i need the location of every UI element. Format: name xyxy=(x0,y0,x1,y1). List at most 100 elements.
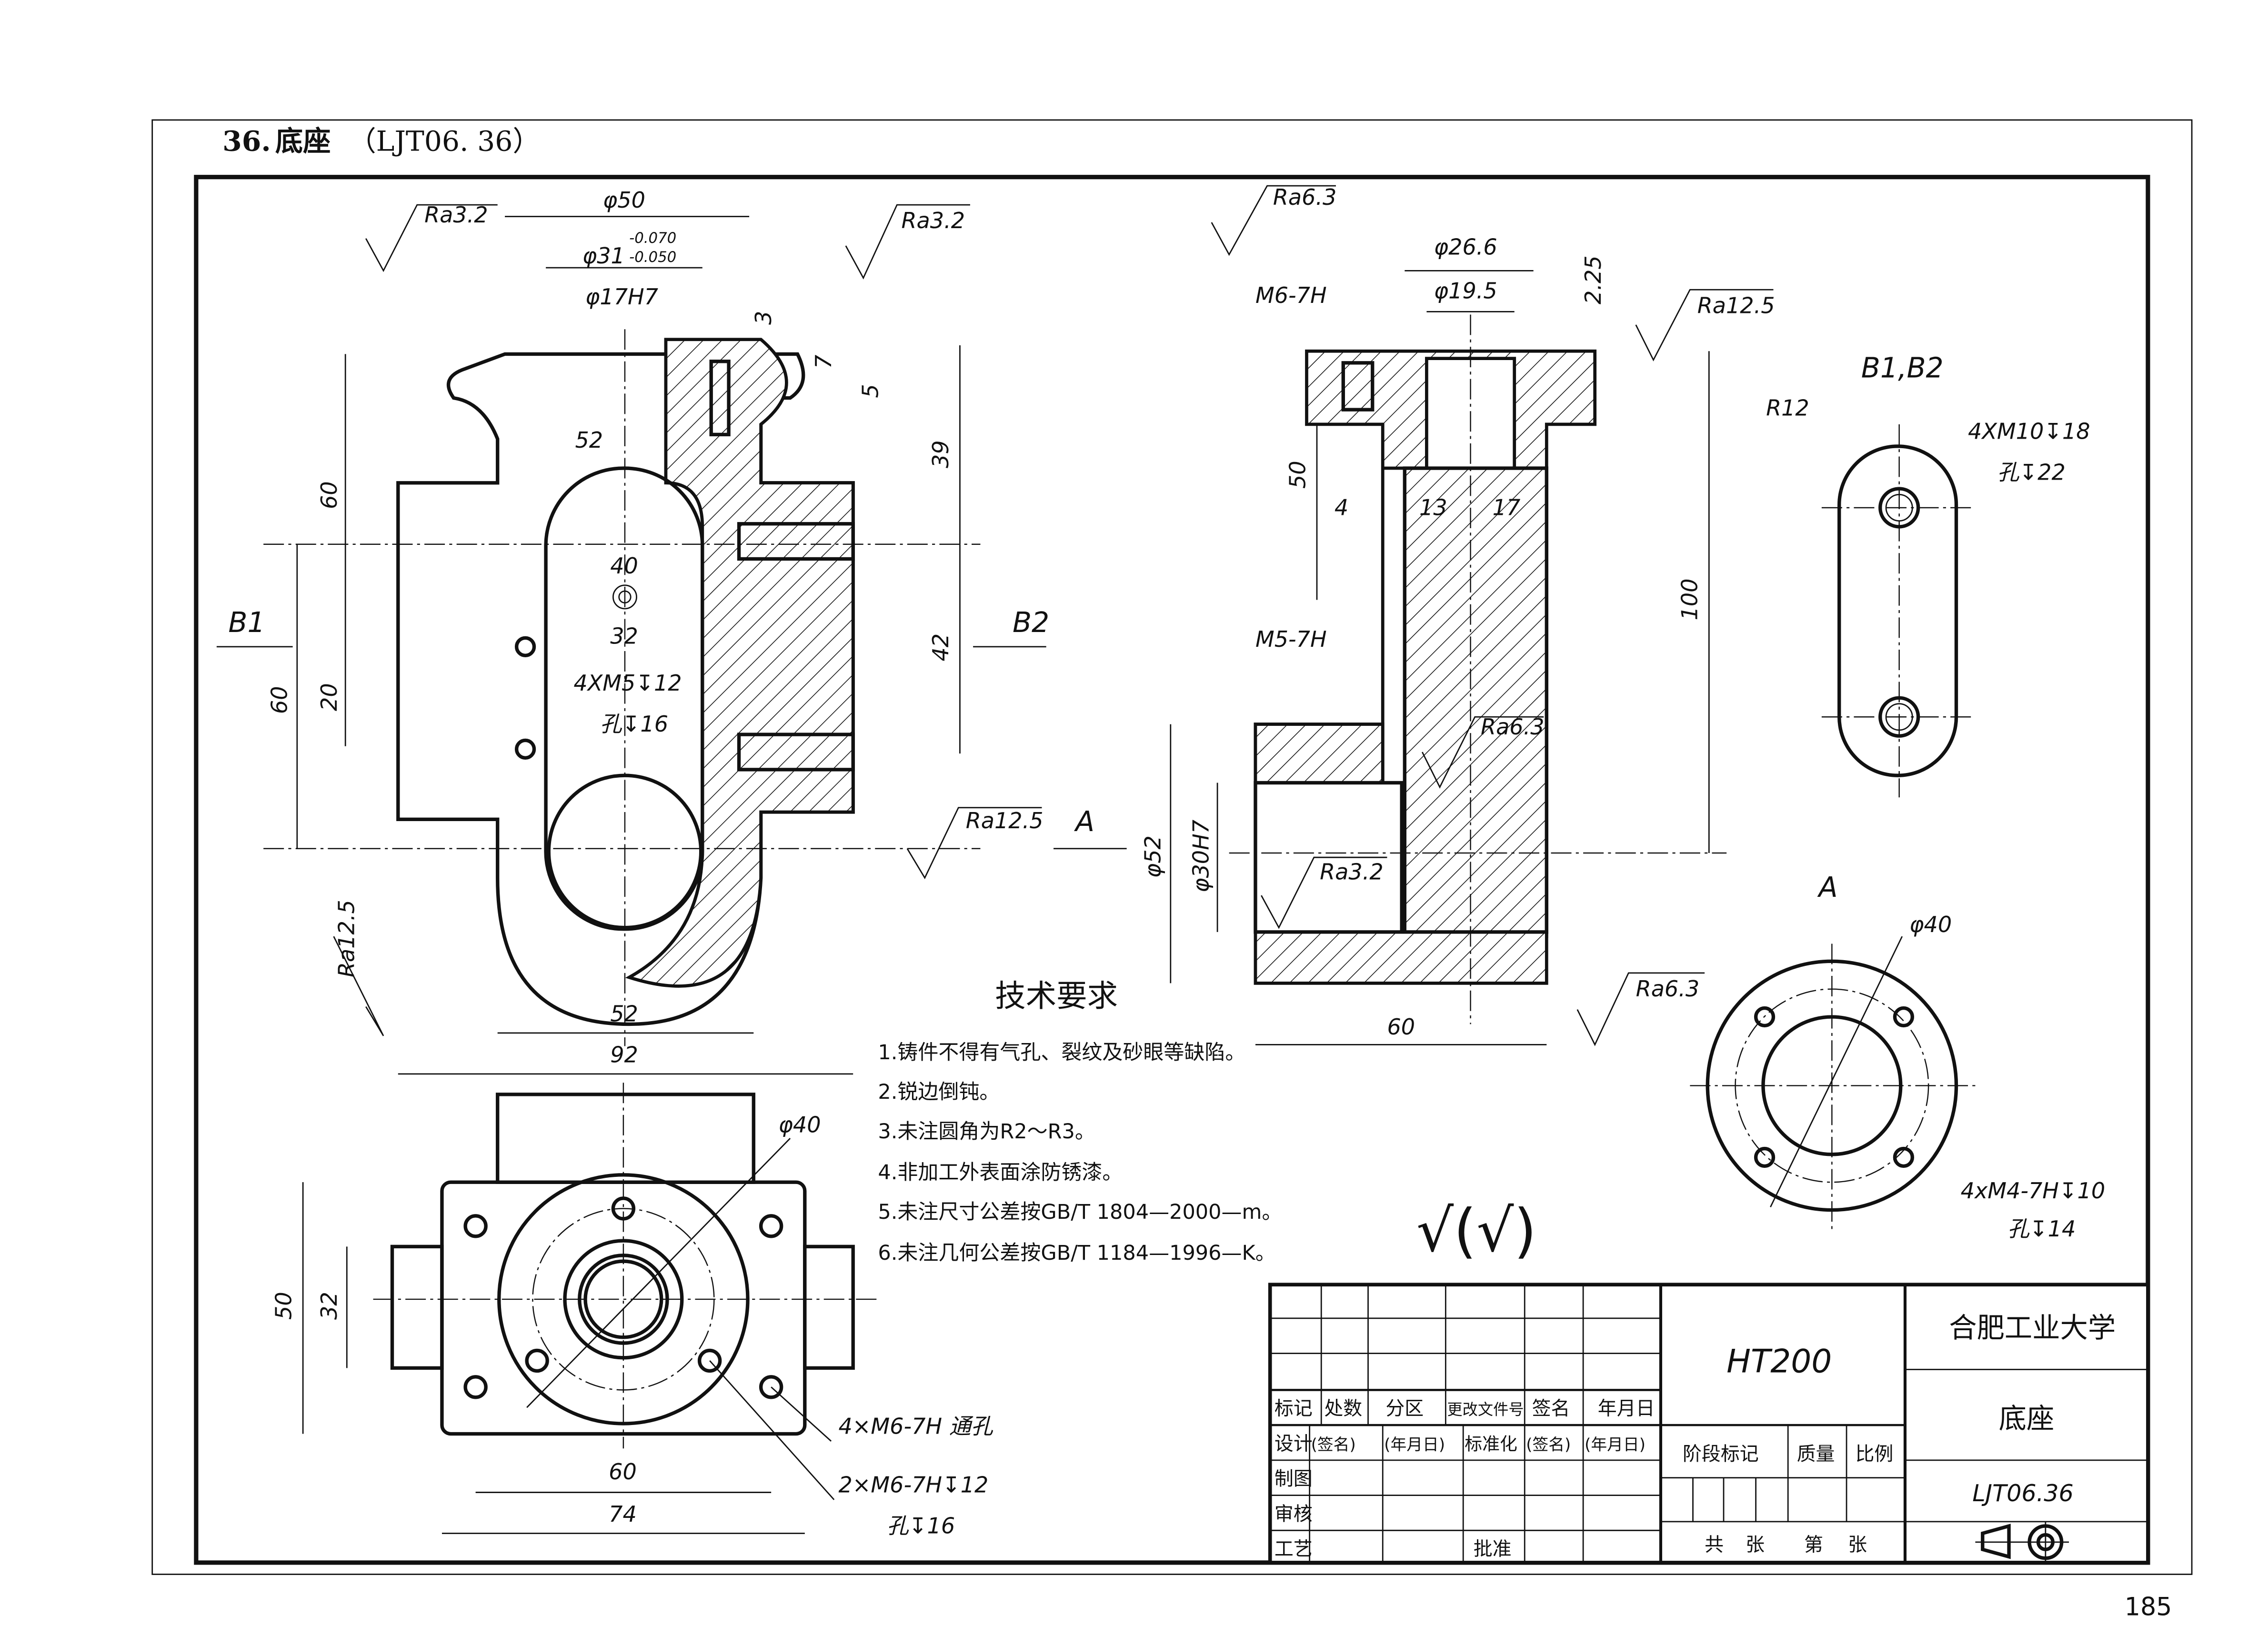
title-block: 标记 处数 分区 更改文件号 签名 年月日 设计 (签名) (年月日) 标准化 … xyxy=(1268,1283,2150,1565)
front-view-dimensions: Ra3.2 φ50 φ31 -0.070 -0.050 φ17H7 Ra3.2 … xyxy=(228,187,1049,1067)
dimension-label: φ17H7 xyxy=(585,284,658,310)
drawing-border xyxy=(194,175,2150,1565)
dimension-label: 17 xyxy=(1493,494,1521,520)
dimension-label: φ30H7 xyxy=(1188,820,1214,893)
dimension-label: 4 xyxy=(1335,494,1348,520)
tb-cell: 制图 xyxy=(1274,1468,1313,1490)
dimension-label: φ40 xyxy=(1909,912,1952,937)
front-view xyxy=(216,204,1046,1075)
dimension-label: φ52 xyxy=(1140,835,1165,878)
thread-callout: 4XM10↧18 xyxy=(1968,419,2090,444)
tb-cell: (年月日) xyxy=(1384,1435,1445,1454)
view-label: A xyxy=(1074,805,1094,838)
tb-cell: 审核 xyxy=(1274,1503,1313,1525)
dimension-label: 100 xyxy=(1677,579,1703,621)
tb-cell: 设计 xyxy=(1274,1433,1313,1455)
view-a: A φ40 4xM4-7H↧10 孔↧14 xyxy=(1690,871,2105,1242)
tech-req-item: 4.非加工外表面涂防锈漆。 xyxy=(878,1161,1123,1184)
dimension-label: 42 xyxy=(928,633,953,662)
page-number: 185 xyxy=(2125,1593,2172,1621)
tb-cell: 工艺 xyxy=(1274,1538,1313,1560)
thread-callout: 4XM5↧12 xyxy=(573,670,682,696)
drawing-code: （LJT06. 36） xyxy=(348,125,540,157)
dimension-label: 60 xyxy=(1387,1014,1415,1040)
tb-cell: 第 xyxy=(1804,1534,1823,1556)
tb-cell: 张 xyxy=(1848,1534,1867,1556)
tb-cell: 批准 xyxy=(1474,1538,1512,1560)
dimension-label: 50 xyxy=(271,1292,297,1320)
dimension-label: 52 xyxy=(610,1001,638,1026)
dimension-label: 50 xyxy=(1285,461,1310,489)
view-label: B1,B2 xyxy=(1861,352,1944,384)
tb-cell: 共 xyxy=(1705,1534,1724,1556)
roughness-label: Ra3.2 xyxy=(1320,859,1384,884)
dimension-label: 52 xyxy=(575,427,603,453)
thread-callout: M6-7H xyxy=(1255,282,1327,308)
dimension-label: 5 xyxy=(857,384,883,398)
roughness-label: Ra6.3 xyxy=(1481,714,1545,740)
tech-req-item: 2.锐边倒钝。 xyxy=(878,1080,1000,1104)
thread-callout: M5-7H xyxy=(1255,626,1327,652)
technical-requirements: 技术要求 1.铸件不得有气孔、裂纹及砂眼等缺陷。 2.锐边倒钝。 3.未注圆角为… xyxy=(878,979,1282,1265)
school-name: 合肥工业大学 xyxy=(1949,1312,2116,1344)
dimension-label: 13 xyxy=(1419,494,1447,520)
tb-cell: (签名) xyxy=(1311,1435,1356,1454)
dimension-label: φ19.5 xyxy=(1434,278,1497,304)
tb-cell: (年月日) xyxy=(1585,1435,1646,1454)
tb-cell: 张 xyxy=(1746,1534,1765,1556)
drawing-number: 36. xyxy=(222,124,271,157)
thread-callout: 2×M6-7H↧12 xyxy=(838,1472,988,1497)
dimension-label: 40 xyxy=(610,553,638,579)
surface-roughness-note: √(√) xyxy=(1416,1197,1536,1265)
tb-cell: 年月日 xyxy=(1598,1398,1655,1420)
tb-cell: 标准化 xyxy=(1465,1434,1517,1454)
tb-cell: 更改文件号 xyxy=(1447,1401,1524,1419)
view-label: B2 xyxy=(1013,606,1049,639)
tech-req-item: 3.未注圆角为R2～R3。 xyxy=(878,1120,1095,1144)
tb-cell: 阶段标记 xyxy=(1683,1443,1759,1465)
tb-cell: 质量 xyxy=(1797,1443,1835,1465)
dimension-label: 20 xyxy=(316,683,342,711)
tech-req-item: 1.铸件不得有气孔、裂纹及砂眼等缺陷。 xyxy=(878,1041,1245,1064)
dimension-label: 32 xyxy=(610,623,638,649)
roughness-label: Ra12.5 xyxy=(966,808,1044,833)
projection-symbol-icon xyxy=(1975,1521,2069,1563)
thread-callout: 孔↧16 xyxy=(887,1513,955,1538)
dimension-label: 3 xyxy=(751,311,776,325)
tb-cell: 比例 xyxy=(1855,1443,1893,1465)
roughness-label: Ra12.5 xyxy=(334,900,360,977)
outer-frame xyxy=(151,119,2193,1575)
dimension-label: 2.25 xyxy=(1580,255,1606,304)
dimension-label: 60 xyxy=(316,481,342,509)
dimension-label: 74 xyxy=(609,1501,637,1527)
tb-cell: 处数 xyxy=(1324,1398,1362,1420)
thread-callout: 4xM4-7H↧10 xyxy=(1961,1178,2105,1204)
tb-cell: 签名 xyxy=(1532,1398,1570,1420)
tech-req-title: 技术要求 xyxy=(995,979,1118,1014)
dimension-label: 60 xyxy=(609,1459,637,1485)
view-label: A xyxy=(1817,871,1838,903)
side-section-view xyxy=(1054,185,1774,1046)
tolerance-label: -0.070 xyxy=(629,230,676,247)
part-name: 底座 xyxy=(1999,1402,2055,1435)
thread-callout: 孔↧22 xyxy=(1997,460,2065,485)
drawing-no: LJT06.36 xyxy=(1972,1479,2074,1507)
tb-cell: (签名) xyxy=(1526,1435,1571,1454)
dimension-label: φ40 xyxy=(779,1112,821,1138)
dimension-label: φ31 xyxy=(582,243,625,269)
roughness-label: Ra3.2 xyxy=(902,208,965,233)
side-view-dimensions: Ra6.3 φ26.6 M6-7H φ19.5 2.25 Ra12.5 50 4… xyxy=(1074,184,1775,1040)
roughness-label: Ra6.3 xyxy=(1273,184,1337,210)
dimension-label: 92 xyxy=(610,1042,638,1067)
roughness-label: Ra3.2 xyxy=(424,202,488,228)
dimension-label: 32 xyxy=(316,1292,342,1320)
bottom-view: φ40 50 32 4×M6-7H 通孔 60 2×M6-7H↧12 孔↧16 … xyxy=(271,1083,994,1538)
dimension-label: 39 xyxy=(928,440,953,468)
dimension-label: R12 xyxy=(1766,395,1809,421)
dimension-label: 60 xyxy=(266,686,292,714)
tb-cell: 标记 xyxy=(1274,1398,1313,1420)
dimension-label: 7 xyxy=(811,355,836,369)
thread-callout: 孔↧16 xyxy=(600,711,668,737)
thread-callout: 4×M6-7H 通孔 xyxy=(838,1414,993,1439)
